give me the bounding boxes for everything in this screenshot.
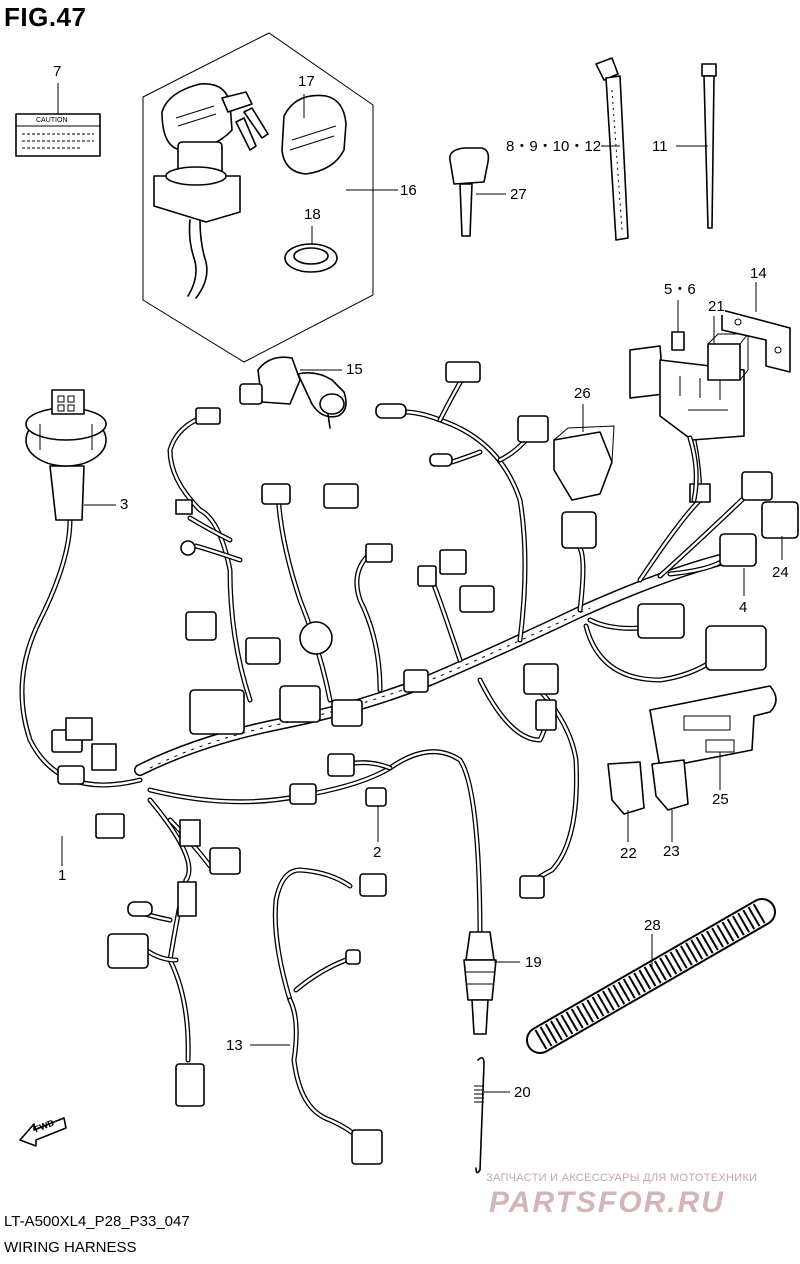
- fuse: [671, 331, 685, 351]
- callout-17[interactable]: 17: [298, 73, 315, 90]
- diagram-name: WIRING HARNESS: [4, 1239, 137, 1256]
- callout-5-6[interactable]: 5・6: [664, 281, 696, 298]
- callout-22[interactable]: 22: [620, 845, 637, 862]
- callout-14[interactable]: 14: [750, 265, 767, 282]
- oxygen-sensor: [463, 931, 497, 1035]
- caution-label-text: CAUTION: [36, 117, 68, 124]
- watermark-logo: PARTSFOR.RU: [489, 1186, 725, 1219]
- callout-11[interactable]: 11: [652, 138, 668, 155]
- key-cover: [281, 94, 347, 175]
- callout-21[interactable]: 21: [708, 298, 725, 315]
- callout-27[interactable]: 27: [510, 186, 527, 203]
- callout-15[interactable]: 15: [346, 361, 363, 378]
- cable-tie-wide: [595, 57, 629, 241]
- callout-19[interactable]: 19: [525, 954, 542, 971]
- relay-21: [707, 333, 750, 381]
- callout-18[interactable]: 18: [304, 206, 321, 223]
- callout-26[interactable]: 26: [574, 385, 591, 402]
- callout-23[interactable]: 23: [663, 843, 680, 860]
- callout-8-9-10-12[interactable]: 8・9・10・12: [506, 138, 602, 155]
- callout-25[interactable]: 25: [712, 791, 729, 808]
- ignition-switch: [153, 83, 269, 299]
- connector-cover-22: [607, 761, 645, 815]
- callout-3[interactable]: 3: [120, 496, 129, 513]
- spare-key: [448, 147, 490, 237]
- accessory-socket: [239, 356, 347, 429]
- callout-7[interactable]: 7: [53, 63, 62, 80]
- bracket-14: [721, 309, 791, 373]
- watermark-tagline: ЗАПЧАСТИ И АКСЕССУАРЫ ДЛЯ МОТОТЕХНИКИ: [486, 1172, 758, 1184]
- cable-tie-narrow: [701, 63, 717, 229]
- callout-4[interactable]: 4: [739, 599, 748, 616]
- bracket-25: [649, 685, 777, 769]
- callout-1[interactable]: 1: [58, 867, 67, 884]
- leader-lines: [61, 94, 783, 1093]
- harness-connectors: [51, 361, 799, 1107]
- branch-harness-3: [25, 389, 107, 521]
- callout-13[interactable]: 13: [226, 1037, 243, 1054]
- figure-title: FIG.47: [4, 2, 87, 32]
- fwd-arrow: [19, 1117, 67, 1147]
- spring-clip: [474, 1056, 485, 1174]
- connector-cover-23: [651, 759, 689, 811]
- model-code: LT-A500XL4_P28_P33_047: [4, 1213, 190, 1230]
- callout-2[interactable]: 2: [373, 844, 382, 861]
- callout-28[interactable]: 28: [644, 917, 661, 934]
- ignition-kit-frame: [142, 32, 374, 363]
- callout-24[interactable]: 24: [772, 564, 789, 581]
- callout-16[interactable]: 16: [400, 182, 417, 199]
- callout-20[interactable]: 20: [514, 1084, 531, 1101]
- sub-harness-13: [272, 867, 387, 1165]
- ring-nut: [284, 243, 338, 273]
- caution-label: [15, 83, 101, 157]
- relay-26: [553, 425, 615, 501]
- protector-tube: [526, 898, 776, 1054]
